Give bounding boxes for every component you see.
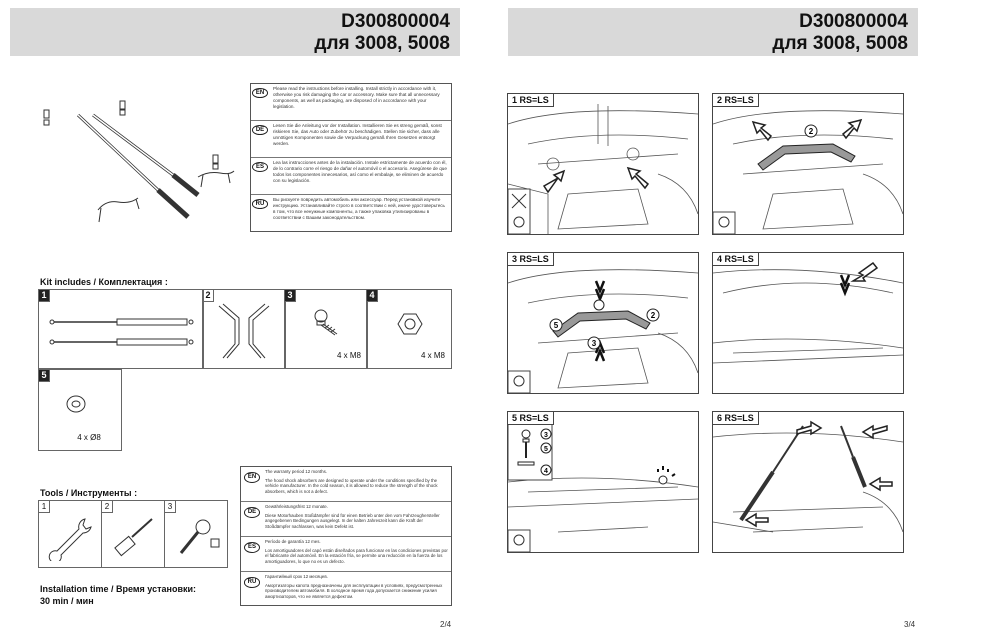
lang-badge: DE — [243, 507, 261, 518]
step-label: 3 RS=LS — [508, 253, 554, 266]
lang-badge: RU — [243, 577, 261, 588]
model-list: для 3008, 5008 — [772, 33, 908, 54]
warranty-text: Амортизаторы капота предназначены для эк… — [265, 582, 443, 599]
page-number-left: 2/4 — [440, 620, 452, 629]
step-label: 1 RS=LS — [508, 94, 554, 107]
step-2-panel: 2 RS=LS 2 — [712, 93, 904, 235]
note-de: DE Lesen Sie die Anleitung vor der Insta… — [251, 121, 451, 158]
warranty-period: Período de garantía 12 mes. — [265, 539, 321, 544]
kit-item-number: 5 — [39, 370, 50, 382]
installation-time-value: 30 min / мин — [40, 596, 94, 606]
kit-item-2: 2 — [202, 289, 286, 369]
kit-item-number: 4 — [367, 290, 378, 302]
kit-item-5: 5 4 x Ø8 — [38, 369, 122, 451]
note-ru: RU Вы рискуете повредить автомобиль или … — [251, 195, 451, 231]
tool-1: 1 — [38, 500, 102, 568]
step-1-illustration — [508, 104, 698, 234]
screwdriver-icon — [114, 518, 153, 557]
step-label: 4 RS=LS — [713, 253, 759, 266]
kit-title: Kit includes / Комплектация : — [40, 277, 168, 287]
kit-item-4: 4 4 x M8 — [366, 289, 452, 369]
installation-time: Installation time / Время установки: 30 … — [40, 583, 196, 607]
step-3-illustration: 5 2 3 — [508, 269, 698, 393]
kit-item-quantity: 4 x Ø8 — [77, 433, 101, 442]
warranty-text: Los amortiguadores del capó están diseña… — [265, 547, 448, 564]
step-label: 5 RS=LS — [508, 412, 554, 425]
header-left: D300800004 для 3008, 5008 — [10, 8, 460, 56]
callout-4: 4 — [544, 468, 548, 475]
warranty-es: ES Período de garantía 12 mes. Los amorti… — [241, 537, 451, 572]
kit-item-number: 1 — [39, 290, 50, 302]
warranty-text: The hood shock absorbers are designed to… — [265, 477, 438, 494]
lang-badge: ES — [251, 162, 268, 172]
header-right: D300800004 для 3008, 5008 — [508, 8, 918, 56]
lang-badge: DE — [251, 125, 269, 135]
step-2-illustration: 2 — [713, 110, 903, 234]
note-text: Please read the instructions before inst… — [273, 86, 440, 110]
note-text: Lea las instrucciones antes de la instal… — [273, 160, 447, 184]
step-6-panel: 6 RS=LS — [712, 411, 904, 553]
warranty-box: EN The warranty period 12 months. The hoo… — [240, 466, 452, 606]
kit-item-number: 2 — [203, 290, 214, 302]
lang-badge: EN — [251, 88, 269, 98]
page-number-right: 3/4 — [904, 620, 916, 629]
warranty-period: The warranty period 12 months. — [265, 469, 327, 474]
callout-5: 5 — [554, 321, 559, 330]
gas-strut-icon — [49, 318, 194, 346]
callout-5: 5 — [544, 446, 548, 453]
warranty-ru: RU Гарантийный срок 12 месяцев. Амортизат… — [241, 572, 451, 607]
warranty-period: Gewährleistungsfrist 12 monate. — [265, 504, 328, 509]
warranty-en: EN The warranty period 12 months. The hoo… — [241, 467, 451, 502]
wrench-icon — [48, 518, 92, 561]
warranty-period: Гарантийный срок 12 месяцев. — [265, 574, 328, 579]
step-6-illustration — [713, 420, 903, 533]
kit-item-1: 1 — [38, 289, 204, 369]
language-notes: EN Please read the instructions before i… — [250, 83, 452, 232]
note-text: Lesen Sie die Anleitung vor der Installa… — [273, 123, 442, 147]
kit-item-quantity: 4 x M8 — [420, 351, 445, 360]
warranty-text: Diese Motorhauben Stoßdämpfer sind für e… — [265, 512, 440, 529]
note-en: EN Please read the instructions before i… — [251, 84, 451, 121]
lang-badge: RU — [251, 199, 269, 209]
product-code: D300800004 — [341, 11, 450, 32]
callout-2: 2 — [651, 311, 656, 320]
tool-number: 1 — [39, 501, 50, 513]
step-label: 6 RS=LS — [713, 412, 759, 425]
kit-item-number: 3 — [285, 290, 296, 302]
model-list: для 3008, 5008 — [314, 33, 450, 54]
tools-title: Tools / Инструменты : — [40, 488, 138, 498]
installation-time-label: Installation time / Время установки: — [40, 584, 197, 594]
callout-2: 2 — [809, 127, 814, 136]
step-4-panel: 4 RS=LS — [712, 252, 904, 394]
ball-stud-icon — [314, 309, 338, 336]
product-overview-drawing — [43, 100, 235, 223]
tool-2: 2 — [101, 500, 165, 568]
washer-icon — [66, 395, 86, 413]
kit-item-3: 3 4 x M8 — [284, 289, 368, 369]
ratchet-icon — [179, 519, 220, 554]
note-text: Вы рискуете повредить автомобиль или акс… — [273, 197, 445, 221]
lang-badge: ES — [243, 542, 260, 553]
step-1-panel: 1 RS=LS — [507, 93, 699, 235]
tool-number: 3 — [165, 501, 176, 513]
tool-number: 2 — [102, 501, 113, 513]
callout-3: 3 — [592, 339, 597, 348]
step-5-panel: 5 RS=LS 3 5 4 — [507, 411, 699, 553]
nut-icon — [397, 313, 423, 335]
bracket-icon — [218, 303, 270, 359]
warranty-de: DE Gewährleistungsfrist 12 monate. Diese … — [241, 502, 451, 537]
step-5-illustration: 3 5 4 — [508, 423, 698, 552]
step-4-illustration — [713, 261, 903, 364]
callout-3: 3 — [544, 432, 548, 439]
note-es: ES Lea las instrucciones antes de la ins… — [251, 158, 451, 195]
product-code: D300800004 — [799, 11, 908, 32]
lang-badge: EN — [243, 472, 261, 483]
tool-3: 3 — [164, 500, 228, 568]
step-3-panel: 3 RS=LS 5 2 3 — [507, 252, 699, 394]
step-label: 2 RS=LS — [713, 94, 759, 107]
kit-item-quantity: 4 x M8 — [336, 351, 361, 360]
